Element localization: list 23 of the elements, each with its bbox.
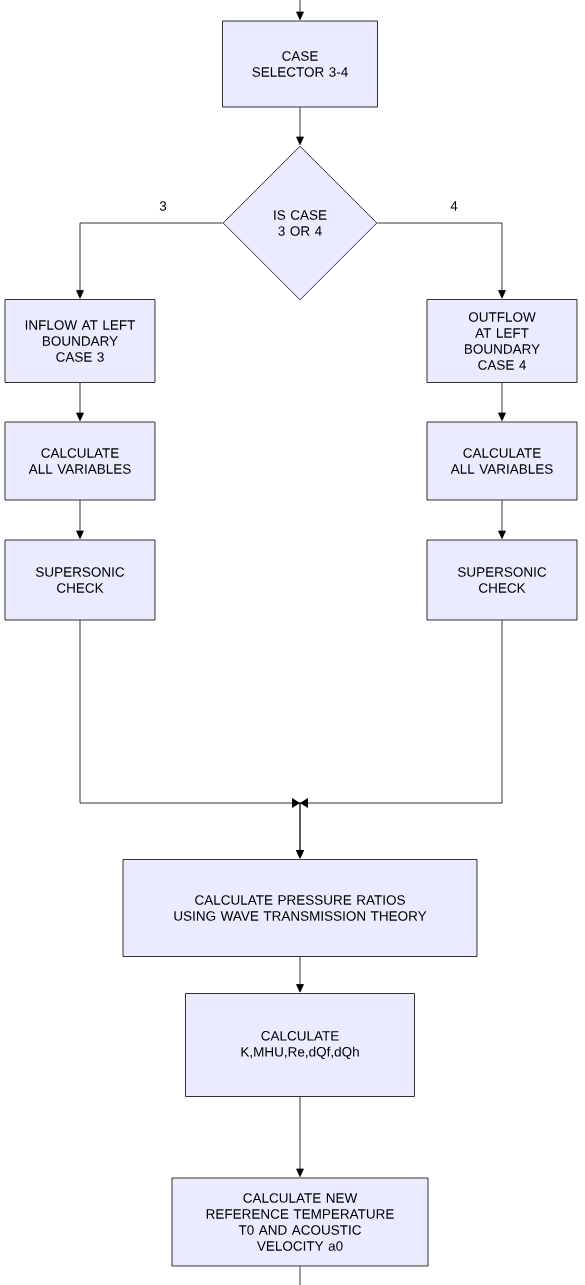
process-box: CALCULATE ALL VARIABLES	[4, 421, 156, 501]
arrow	[296, 956, 304, 993]
arrow	[296, 107, 304, 146]
arrow	[498, 500, 506, 539]
process-box: CASE SELECTOR 3-4	[222, 20, 378, 108]
process-box: CALCULATE K,MHU,Re,dQf,dQh	[185, 993, 415, 1097]
process-box: SUPERSONIC CHECK	[426, 539, 578, 621]
process-box: OUTFLOW AT LEFT BOUNDARY CASE 4	[426, 299, 578, 383]
process-box: CALCULATE ALL VARIABLES	[426, 421, 578, 501]
process-box: CALCULATE PRESSURE RATIOS USING WAVE TRANSMISSION THEORY	[122, 859, 478, 957]
edge-label: 3	[158, 200, 168, 212]
process-box: INFLOW AT LEFT BOUNDARY CASE 3	[4, 299, 156, 383]
edge-label: 4	[449, 200, 459, 212]
arrow	[76, 500, 84, 539]
arrow	[296, 0, 304, 21]
arrow	[296, 620, 503, 859]
arrow	[377, 222, 506, 299]
process-box: CALCULATE NEW REFERENCE TEMPERATURE T0 AND ACOUSTIC VELOCITY a0	[171, 1177, 429, 1267]
arrow	[76, 382, 84, 422]
process-box: SUPERSONIC CHECK	[4, 539, 156, 621]
arrow	[296, 1096, 304, 1177]
arrow	[498, 382, 506, 422]
arrow	[76, 222, 223, 299]
